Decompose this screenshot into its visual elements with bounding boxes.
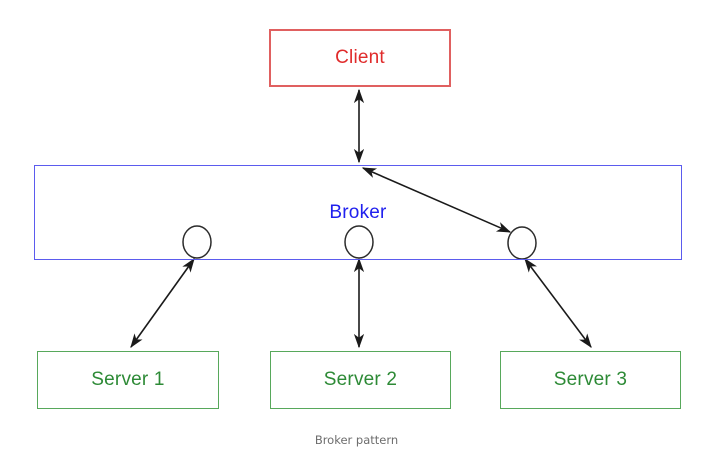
diagram-caption: Broker pattern <box>314 433 399 447</box>
connector-broker-internal-route <box>361 167 512 233</box>
broker-port-2-icon <box>344 225 374 259</box>
node-server-1-label: Server 1 <box>91 369 165 390</box>
connector-port1-server1 <box>130 257 195 349</box>
node-server-3: Server 3 <box>500 351 681 409</box>
node-server-2: Server 2 <box>270 351 451 409</box>
node-client: Client <box>269 29 451 87</box>
node-server-1: Server 1 <box>37 351 219 409</box>
node-broker-label: Broker <box>329 202 387 223</box>
broker-port-1-icon <box>182 225 212 259</box>
node-broker: Broker <box>34 165 682 260</box>
node-client-label: Client <box>335 47 385 68</box>
connector-port3-server3 <box>524 257 592 349</box>
node-server-2-label: Server 2 <box>323 369 398 390</box>
node-server-3-label: Server 3 <box>553 369 628 390</box>
